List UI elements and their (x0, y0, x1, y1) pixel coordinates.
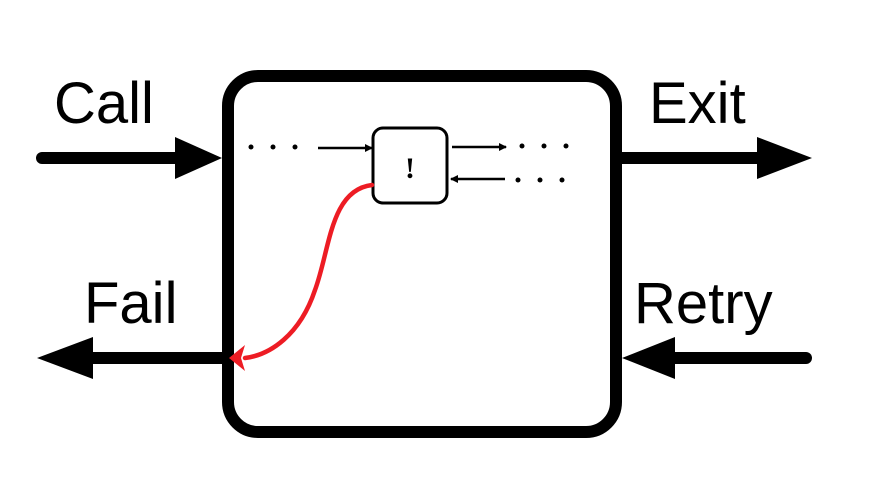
cut-symbol: ! (405, 152, 415, 185)
call-label: Call (54, 71, 154, 136)
retry-label: Retry (634, 271, 773, 336)
retry-arrow (622, 337, 812, 379)
left-ellipsis (248, 144, 298, 150)
exit-arrow (622, 137, 812, 179)
call-arrow (36, 137, 222, 179)
cut-goal-box (371, 126, 449, 205)
exit-label: Exit (649, 71, 746, 136)
cut-fail-arrowhead (229, 345, 245, 371)
right-in-ellipsis (515, 177, 565, 183)
fail-arrow (37, 337, 222, 379)
cut-fail-path (229, 182, 375, 371)
procedure-box (222, 70, 622, 438)
right-out-ellipsis (519, 143, 569, 149)
fail-label: Fail (84, 271, 177, 336)
